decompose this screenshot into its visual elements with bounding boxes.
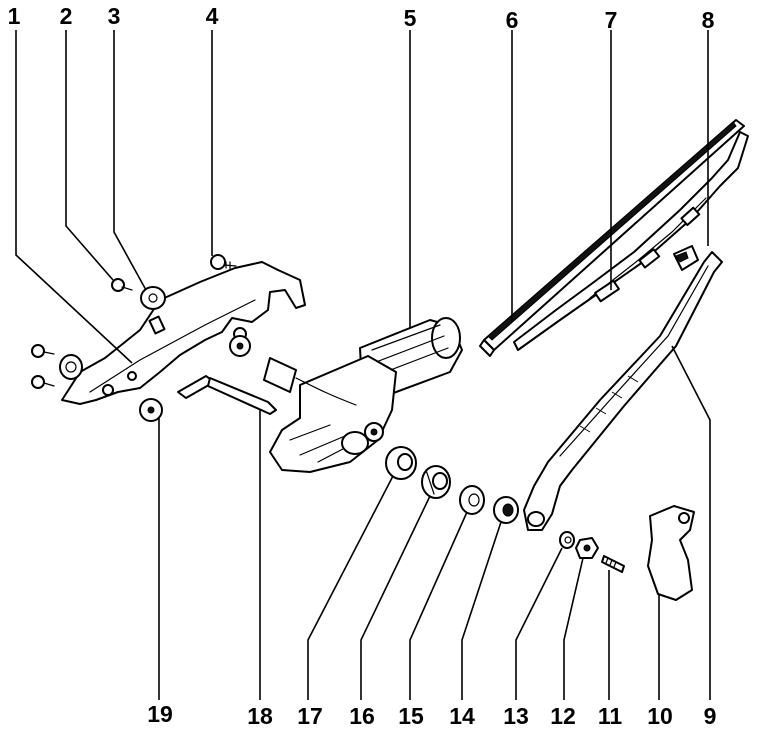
leader-13 [515,547,563,700]
callout-labels: 1 2 3 4 5 6 7 8 19 18 17 16 15 14 13 12 … [8,3,717,729]
wiper-blade-rubber-part [479,119,745,357]
callout-18: 18 [247,703,273,729]
callout-7: 7 [605,7,618,33]
blade-clip-part [673,245,699,271]
leader-15 [409,511,468,700]
nut-part [575,537,599,559]
arm-cover-part [647,505,695,601]
mounting-bracket-part [61,261,306,405]
callout-17: 17 [297,703,323,729]
leader-2 [65,30,114,281]
callout-3: 3 [108,3,121,29]
wiper-motor-part [263,317,463,473]
leader-12 [563,557,584,700]
callout-11: 11 [598,703,623,729]
seal-part [385,446,417,480]
stud-part [601,555,625,573]
seal-ring-part [493,496,519,524]
callout-13: 13 [503,703,529,729]
leader-14 [461,521,502,700]
callout-16: 16 [349,703,375,729]
bolt-part [210,254,237,270]
callout-2: 2 [60,3,73,29]
callout-8: 8 [702,7,715,33]
callout-15: 15 [398,703,424,729]
callout-1: 1 [8,3,21,29]
washer-part-2 [459,485,485,515]
callout-5: 5 [404,5,417,31]
leader-16 [360,495,431,700]
linkage-rod-part [177,375,277,415]
fastener-set [31,335,251,389]
callout-6: 6 [506,7,519,33]
wiper-arm-part [523,251,723,531]
callout-19: 19 [147,701,173,727]
leader-lines [15,30,711,700]
bushing-part [421,465,451,499]
leader-9 [671,345,711,700]
spring-washer-part [559,531,575,549]
leader-3 [113,30,147,291]
grommet-part [139,398,163,422]
leader-1 [15,30,133,364]
callout-4: 4 [206,3,219,29]
washer-part [140,286,166,310]
leader-17 [307,475,394,700]
blade-frame-part [513,131,749,351]
callout-10: 10 [647,703,673,729]
screw-part [111,278,133,292]
callout-14: 14 [449,703,475,729]
callout-12: 12 [550,703,576,729]
callout-9: 9 [704,703,717,729]
